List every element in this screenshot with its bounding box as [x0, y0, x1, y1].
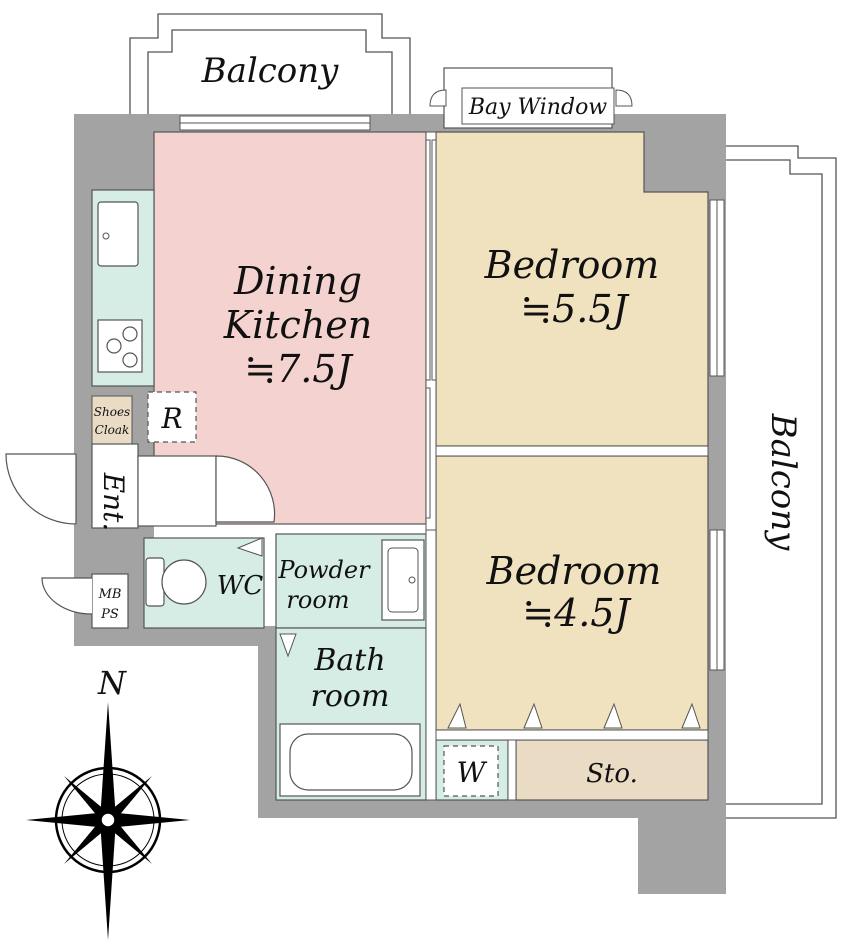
mb-ps — [91, 573, 129, 629]
right-balcony: Balcony — [726, 145, 837, 819]
entrance-label: Ent. — [97, 472, 130, 532]
wc-door-marker — [236, 537, 263, 557]
bathtub-icon — [279, 723, 421, 797]
mb-ps-door[interactable] — [41, 577, 93, 615]
powder-room-label-2: room — [286, 586, 349, 614]
mb-ps-label-2: PS — [100, 607, 119, 622]
shoes-cloak-label-1: Shoes — [94, 405, 130, 419]
windows — [179, 115, 725, 671]
bath-door-marker — [279, 633, 297, 658]
entrance-door[interactable] — [5, 453, 77, 525]
shoes-cloak-label-2: Cloak — [95, 423, 130, 437]
corridor — [137, 455, 217, 527]
sliding-doors[interactable] — [425, 139, 437, 519]
compass-north-label: N — [97, 664, 127, 702]
dk-door[interactable] — [215, 455, 276, 523]
storage — [515, 739, 709, 801]
dining-kitchen-size: ≒7.5J — [244, 347, 353, 391]
mb-ps-label-1: MB — [98, 587, 122, 602]
dining-kitchen-label-2: Kitchen — [223, 303, 373, 347]
top-balcony: Balcony — [129, 13, 411, 114]
washbasin-icon — [381, 539, 425, 621]
bath-room-label-2: room — [311, 679, 390, 714]
storage-label: Sto. — [586, 759, 638, 789]
sink-icon — [97, 201, 139, 267]
toilet-icon — [145, 557, 207, 607]
dining-kitchen-label-1: Dining — [233, 259, 362, 303]
room-bedroom-2 — [435, 455, 709, 731]
wc-label: WC — [217, 571, 264, 601]
bedroom-2-label: Bedroom — [486, 549, 662, 593]
shoes-cloak — [91, 395, 133, 445]
washer-label: W — [457, 756, 488, 789]
compass-rose-icon: N — [26, 664, 190, 940]
washer-box — [443, 745, 499, 797]
interior-wall-bedrooms — [435, 445, 709, 457]
bath-room-label-1: Bath — [313, 643, 385, 678]
bedroom-1-label: Bedroom — [484, 243, 660, 287]
balcony-top-label: Balcony — [201, 51, 340, 91]
refrigerator-space — [147, 391, 197, 443]
refrigerator-label: R — [160, 402, 182, 435]
bay-window: Bay Window — [429, 67, 633, 129]
bedroom-1-size: ≒5.5J — [520, 287, 629, 331]
bay-window-label: Bay Window — [468, 95, 607, 120]
bedroom-2-size: ≒4.5J — [522, 591, 631, 635]
balcony-right-label: Balcony — [763, 413, 803, 552]
storage-doors[interactable] — [447, 702, 701, 729]
stove-icon — [97, 319, 143, 373]
powder-room-label-1: Powder — [277, 556, 371, 584]
